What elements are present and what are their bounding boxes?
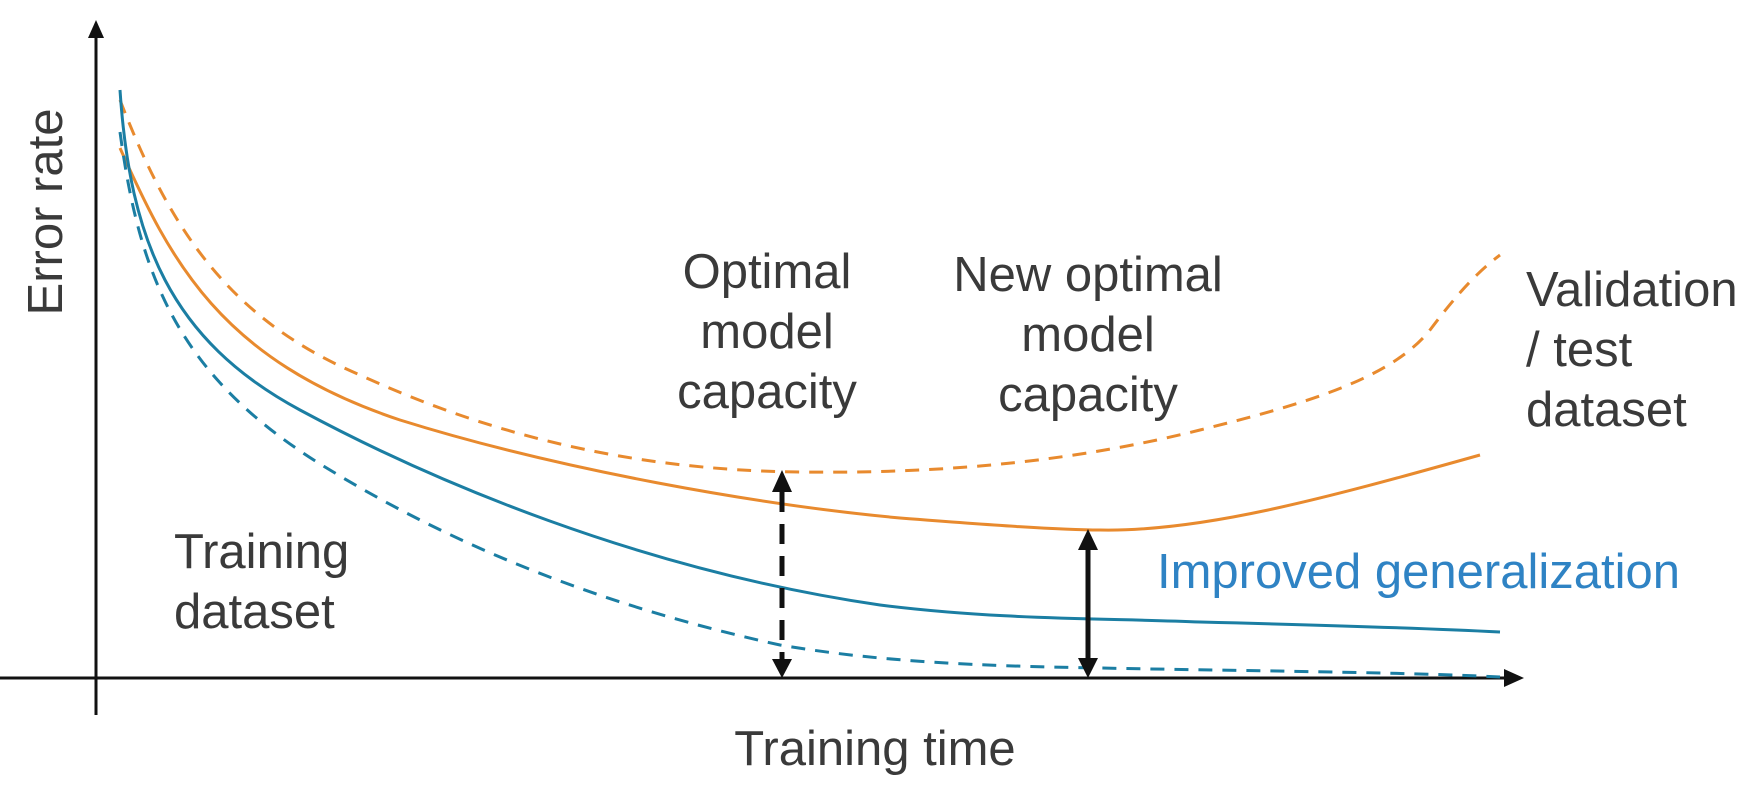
y-axis-arrowhead	[88, 20, 104, 38]
training-curve-solid	[118, 89, 1501, 634]
validation-curve-dashed	[118, 99, 1501, 474]
y-axis-label: Error rate	[19, 109, 73, 316]
new-optimal-capacity-line-1: New optimal	[953, 248, 1223, 302]
training-curve-dashed	[118, 131, 1501, 679]
new-optimal-gap-arrow-down	[1078, 658, 1098, 678]
validation-curve-solid	[118, 147, 1481, 532]
validation-label-line-1: Validation	[1526, 263, 1738, 317]
optimal-gap-arrow-up	[772, 470, 792, 492]
new-optimal-capacity-line-3: capacity	[998, 368, 1178, 422]
optimal-gap-arrow-down	[772, 659, 792, 678]
optimal-capacity-line-3: capacity	[677, 365, 857, 419]
training-label-line-1: Training	[174, 525, 349, 579]
new-optimal-gap-arrow-up	[1078, 529, 1098, 550]
optimal-capacity-line-2: model	[700, 305, 833, 359]
training-label-line-2: dataset	[174, 585, 335, 639]
improved-generalization-label: Improved generalization	[1157, 545, 1680, 599]
new-optimal-capacity-line-2: model	[1021, 308, 1154, 362]
x-axis-arrowhead	[1504, 669, 1524, 687]
optimal-capacity-line-1: Optimal	[683, 245, 852, 299]
validation-label-line-2: / test	[1526, 323, 1633, 377]
x-axis-label: Training time	[734, 722, 1015, 776]
validation-label-line-3: dataset	[1526, 383, 1687, 437]
